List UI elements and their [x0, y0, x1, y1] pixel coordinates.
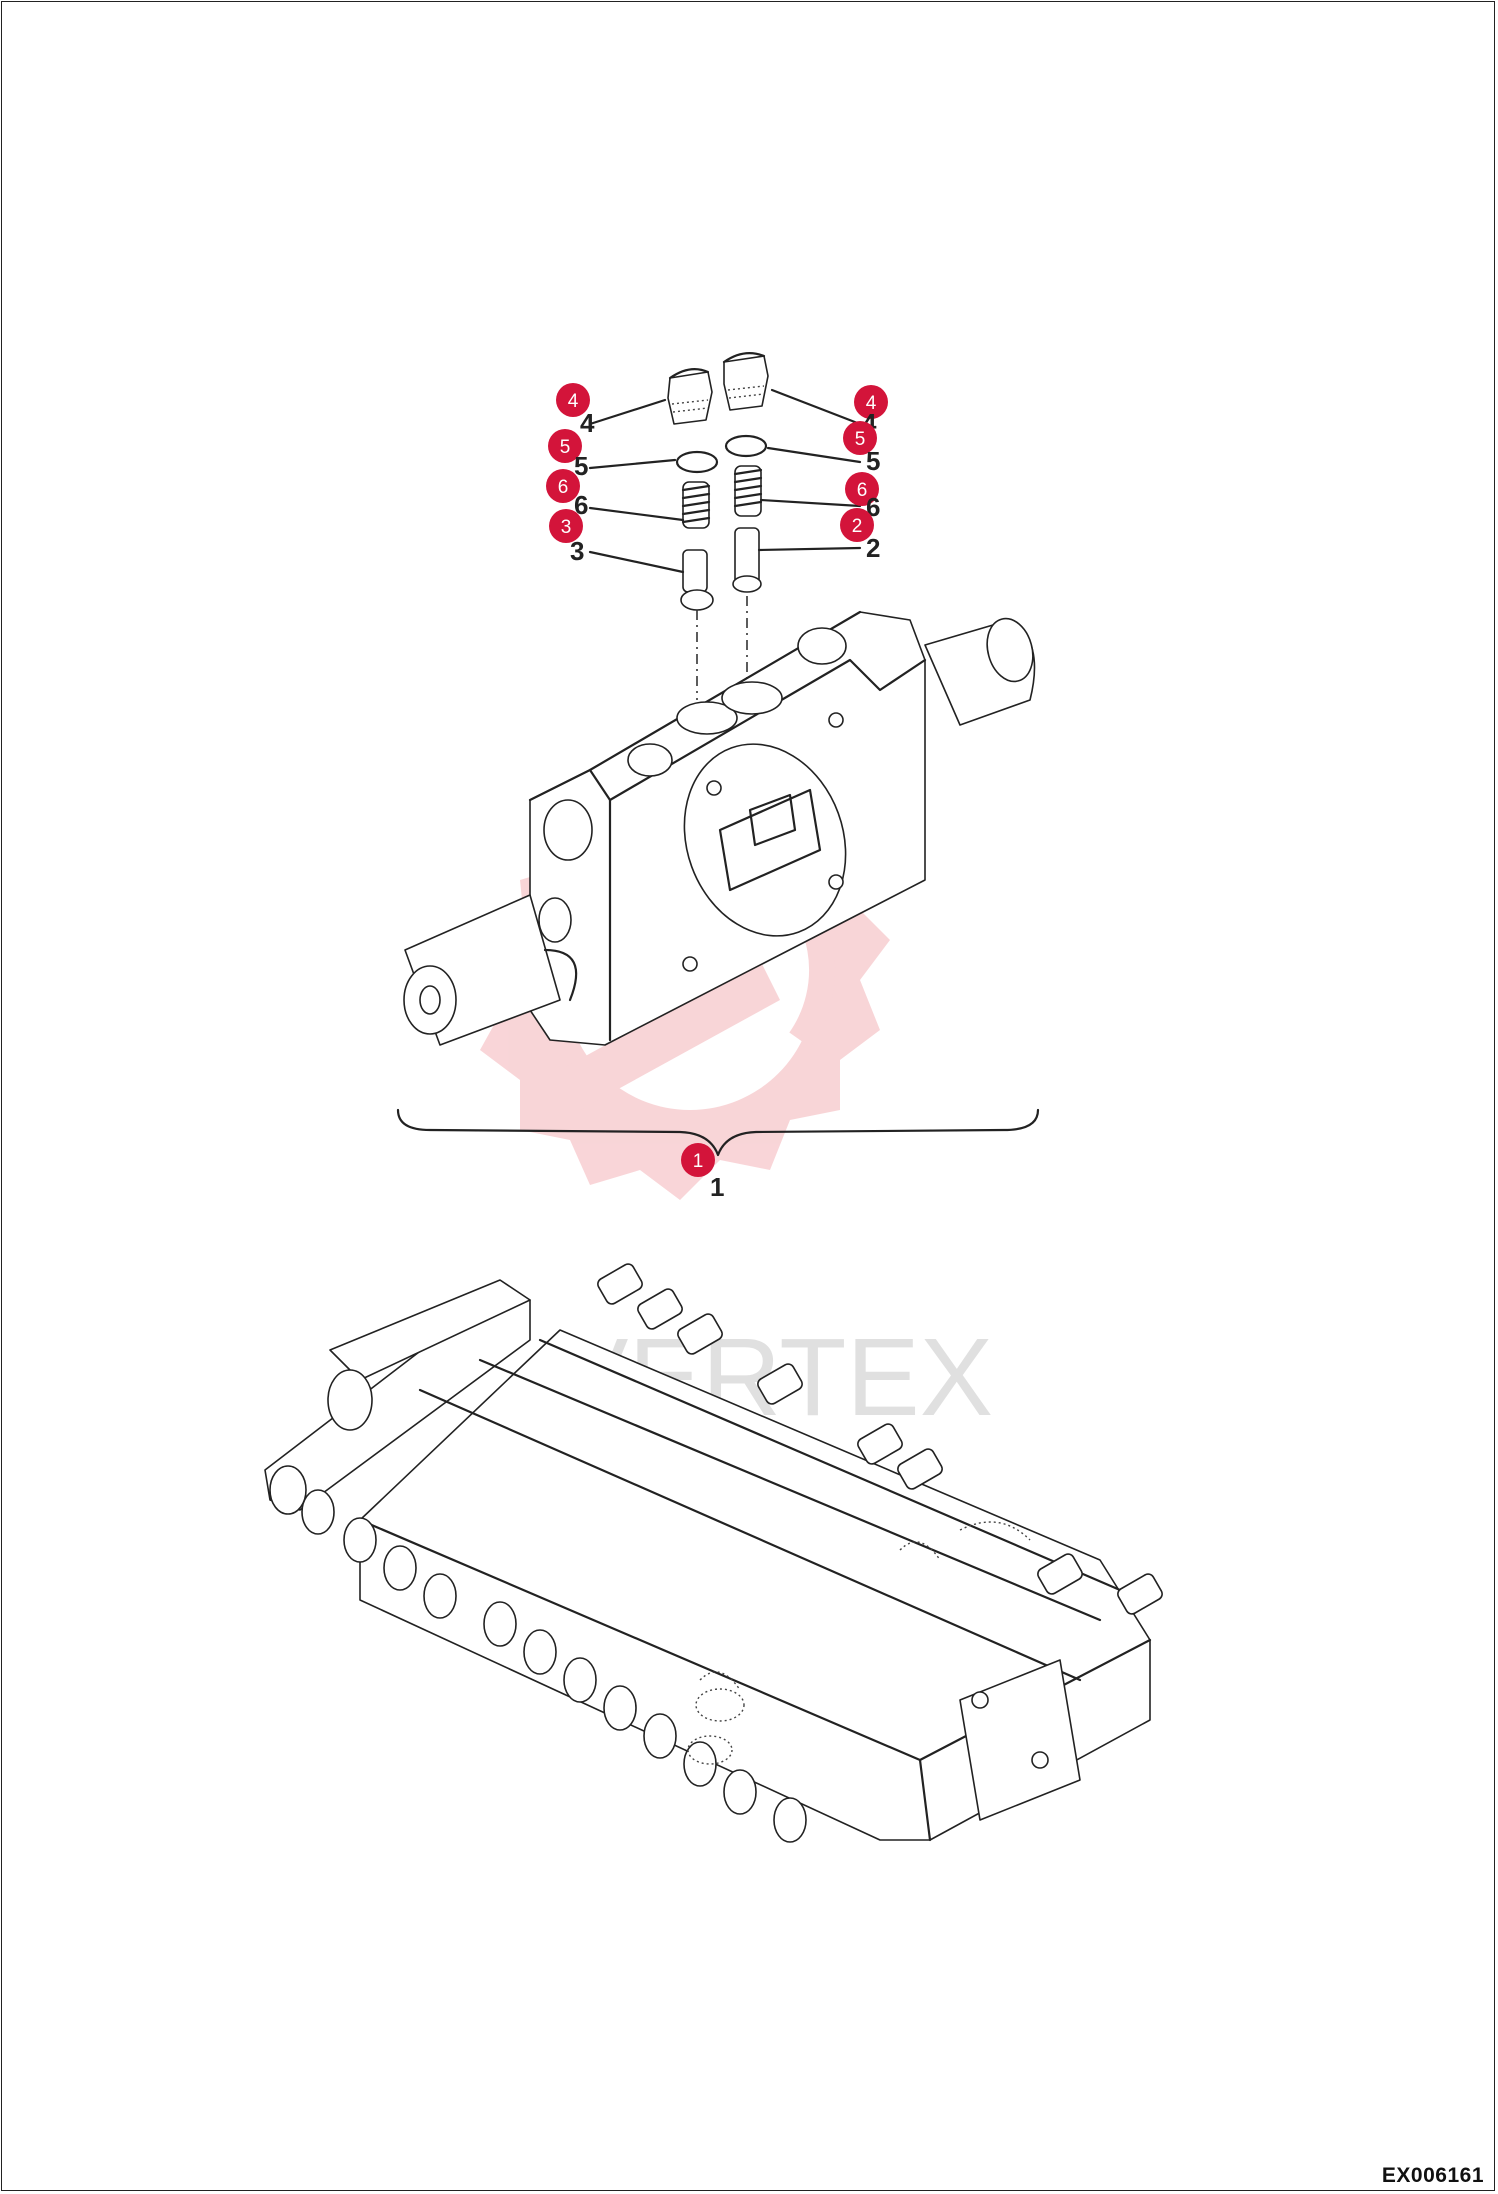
- ref-3-left: 3: [570, 536, 584, 566]
- callout-marker: [548, 429, 582, 463]
- svg-text:3: 3: [561, 517, 572, 538]
- callout-marker: [556, 383, 590, 417]
- poppet-left[interactable]: [680, 549, 714, 611]
- callout-3-left[interactable]: 3: [549, 509, 583, 543]
- control-valve-assembly[interactable]: [264, 1262, 1164, 1843]
- svg-text:5: 5: [855, 429, 866, 450]
- callout-1-main[interactable]: 1: [681, 1143, 715, 1177]
- ref-5-right: 5: [866, 446, 880, 476]
- svg-text:4: 4: [866, 393, 877, 414]
- svg-text:6: 6: [857, 480, 868, 501]
- callout-marker: [840, 508, 874, 542]
- drawing-code: EX006161: [1381, 2164, 1484, 2187]
- ref-5-left: 5: [574, 451, 588, 481]
- callout-4-right[interactable]: 4: [854, 385, 888, 419]
- callout-6-left[interactable]: 6: [546, 469, 580, 503]
- assembly-brace: [396, 1108, 1040, 1157]
- callout-marker: [546, 469, 580, 503]
- oring-left[interactable]: [675, 450, 719, 474]
- leader-lines: [588, 388, 862, 574]
- valve-section-block[interactable]: [403, 610, 1040, 1046]
- callout-marker: [549, 509, 583, 543]
- ref-4-left: 4: [580, 408, 595, 438]
- callout-2-right[interactable]: 2: [840, 508, 874, 542]
- svg-text:4: 4: [568, 391, 579, 412]
- callout-marker: [845, 472, 879, 506]
- callout-marker: [843, 421, 877, 455]
- oring-right[interactable]: [724, 434, 768, 458]
- svg-text:1: 1: [693, 1151, 704, 1172]
- ref-2-right: 2: [866, 533, 880, 563]
- plug-right[interactable]: [722, 351, 769, 411]
- spring-right[interactable]: [733, 465, 763, 517]
- center-lines: [696, 596, 748, 700]
- callout-marker: [681, 1143, 715, 1177]
- callout-5-right[interactable]: 5: [843, 421, 877, 455]
- svg-text:6: 6: [558, 477, 569, 498]
- callout-marker: [854, 385, 888, 419]
- callout-6-right[interactable]: 6: [845, 472, 879, 506]
- callout-4-left[interactable]: 4: [556, 383, 590, 417]
- plug-left[interactable]: [667, 367, 713, 425]
- ref-6-left: 6: [574, 490, 588, 520]
- svg-text:5: 5: [560, 437, 571, 458]
- callout-5-left[interactable]: 5: [548, 429, 582, 463]
- poppet-right[interactable]: [732, 527, 762, 593]
- ref-1-main: 1: [710, 1172, 724, 1202]
- svg-text:2: 2: [852, 516, 863, 537]
- spring-left[interactable]: [681, 481, 711, 529]
